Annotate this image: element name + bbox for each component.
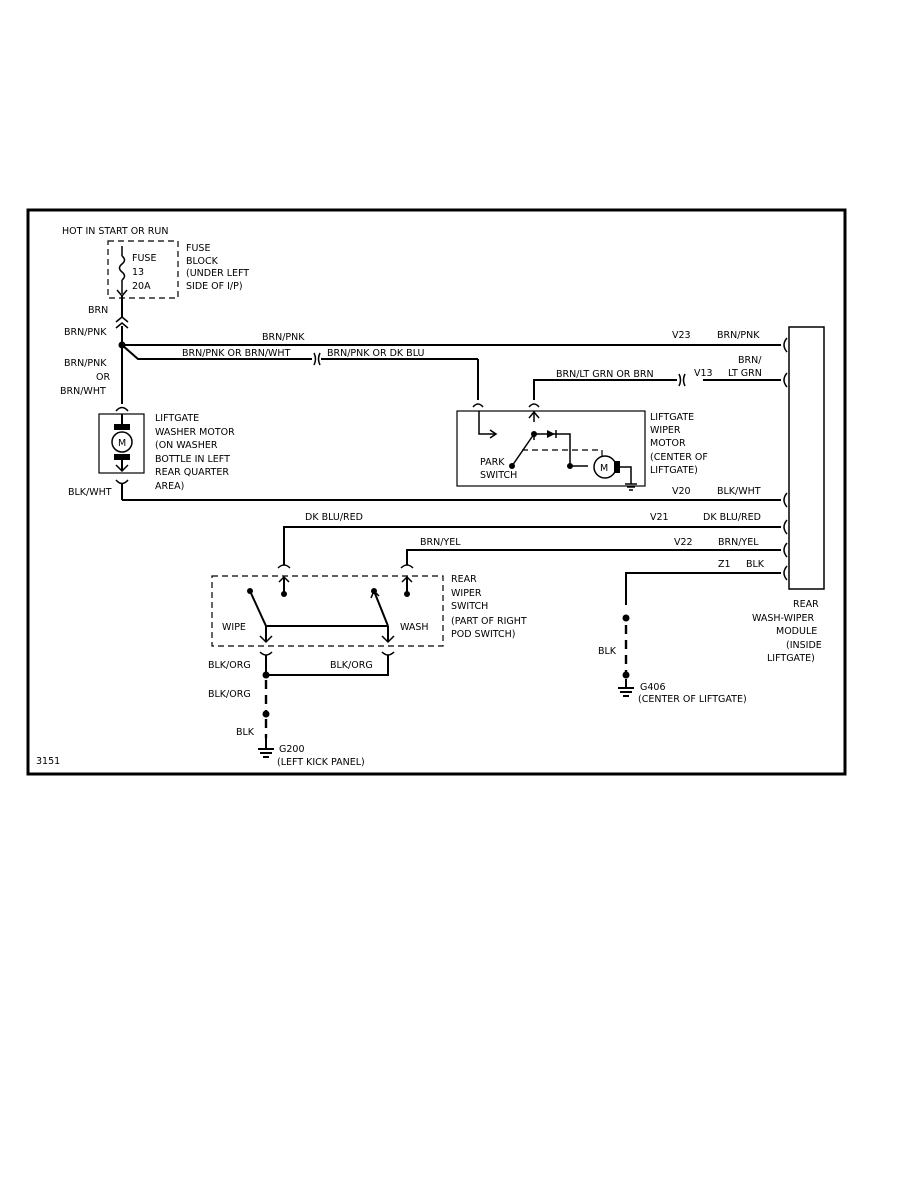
diagram-id: 3151 [36,756,60,767]
lt-grn-label: LT GRN [728,368,762,379]
rear-wash-wiper-module [788,326,825,590]
blk-wht-left-label: BLK/WHT [68,487,112,498]
v22-label: V22 [674,537,693,548]
wiper-motor-label-5: LIFTGATE) [650,465,698,476]
diagram-frame [26,208,847,776]
brn-slash-label: BRN/ [738,355,762,366]
g406-label: G406 [640,682,666,693]
fuse-number: 13 [132,267,144,278]
brn-yel-left-label: BRN/YEL [420,537,461,548]
brn-pnk-top-label: BRN/PNK [262,332,305,343]
blk-g406-wire-label: BLK [598,646,617,657]
brn-pnk-or-dk-blu-label: BRN/PNK OR DK BLU [327,348,425,359]
v23-label: V23 [672,330,691,341]
brn-yel-right-label: BRN/YEL [718,537,759,548]
blk-g200-wire-label: BLK [236,727,255,738]
wipe-label: WIPE [222,622,246,633]
fuse-block-label-4: SIDE OF I/P) [186,281,243,292]
washer-motor-label-3: (ON WASHER [155,440,218,451]
brn-pnk-left-label-3: BRN/WHT [60,386,106,397]
fuse-block-label-1: FUSE [186,243,210,254]
module-label-3: MODULE [776,626,817,637]
wiper-motor-label-1: LIFTGATE [650,412,694,423]
blk-wht-right-label: BLK/WHT [717,486,761,497]
blk-z1-label: BLK [746,559,765,570]
rear-switch-label-3: SWITCH [451,601,488,612]
fuse-label: FUSE [132,253,156,264]
wash-label: WASH [400,622,429,633]
washer-motor-label-2: WASHER MOTOR [155,427,235,438]
liftgate-wiper-motor: M [456,410,646,491]
washer-motor-label-5: REAR QUARTER [155,467,229,478]
brn-lt-grn-or-brn-label: BRN/LT GRN OR BRN [556,369,654,380]
rear-switch-label-1: REAR [451,574,477,585]
brn-wire-label: BRN [88,305,108,316]
washer-motor-m: M [118,438,126,449]
blk-org-label-1: BLK/ORG [208,660,251,671]
liftgate-washer-motor: M [98,413,145,474]
wiper-motor-label-4: (CENTER OF [650,452,708,463]
blk-org-label-3: BLK/ORG [208,689,251,700]
g200-location-label: (LEFT KICK PANEL) [277,757,365,768]
brn-pnk-left-label-2: OR [96,372,110,383]
wiper-motor-label-3: MOTOR [650,438,686,449]
washer-motor-label-4: BOTTLE IN LEFT [155,454,230,465]
dk-blu-red-right-label: DK BLU/RED [703,512,761,523]
module-label-1: REAR [793,599,819,610]
fuse-block-label-2: BLOCK [186,256,219,267]
park-switch-label-1: PARK [480,457,505,468]
wiper-motor-m: M [600,463,608,474]
dk-blu-red-left-label: DK BLU/RED [305,512,363,523]
brn-pnk-wire-label: BRN/PNK [64,327,107,338]
v20-label: V20 [672,486,691,497]
blk-org-label-2: BLK/ORG [330,660,373,671]
v13-label: V13 [694,368,713,379]
hot-label: HOT IN START OR RUN [62,226,168,237]
park-switch-label-2: SWITCH [480,470,517,481]
v21-label: V21 [650,512,669,523]
rear-switch-label-2: WIPER [451,588,482,599]
g200-label: G200 [279,744,305,755]
fuse-block: HOT IN START OR RUN FUSE 13 20A FUSE BLO… [62,226,249,299]
module-label-2: WASH-WIPER [752,613,815,624]
washer-motor-label-6: AREA) [155,481,184,492]
rear-wiper-switch [211,575,444,647]
fuse-block-label-3: (UNDER LEFT [186,268,249,279]
fuse-amperage: 20A [132,281,151,292]
rear-switch-label-5: POD SWITCH) [451,629,516,640]
g406-location-label: (CENTER OF LIFTGATE) [638,694,747,705]
module-label-4: (INSIDE [786,640,822,651]
washer-motor-label-1: LIFTGATE [155,413,199,424]
z1-label: Z1 [718,559,731,570]
module-label-5: LIFTGATE) [767,653,815,664]
brn-pnk-or-brn-wht-label: BRN/PNK OR BRN/WHT [182,348,291,359]
wiper-motor-label-2: WIPER [650,425,681,436]
brn-pnk-right-label: BRN/PNK [717,330,760,341]
brn-pnk-left-label-1: BRN/PNK [64,358,107,369]
rear-switch-label-4: (PART OF RIGHT [451,616,527,627]
